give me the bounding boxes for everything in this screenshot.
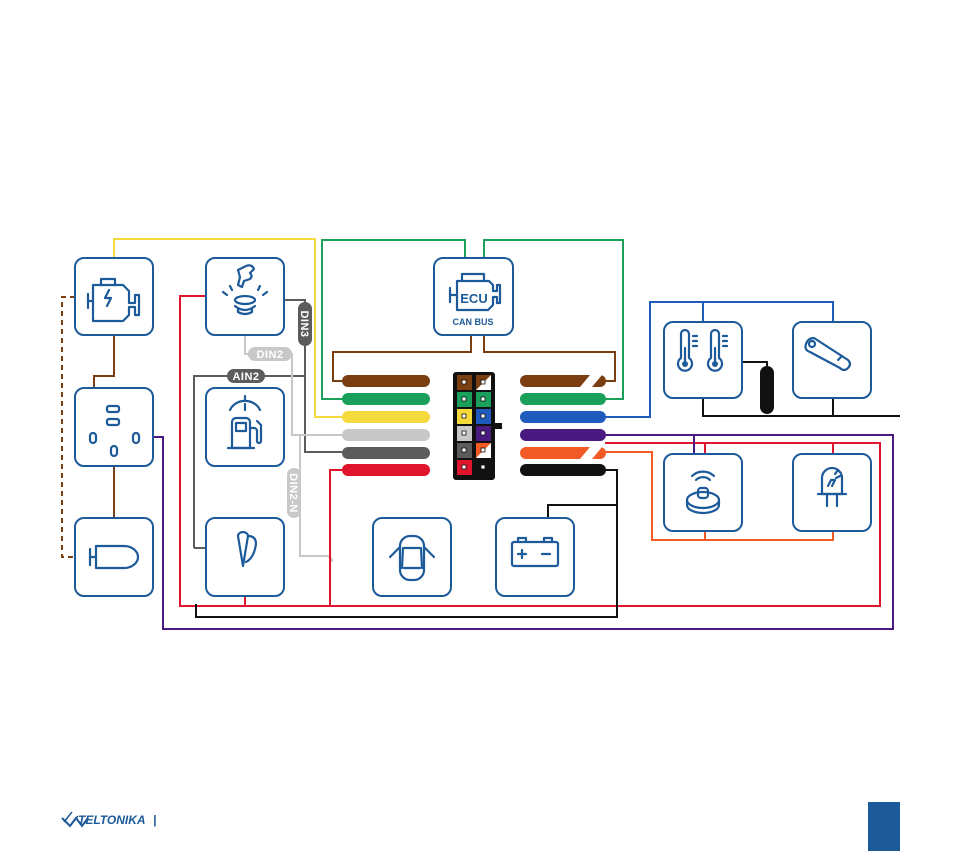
connector-wires-right <box>520 375 606 476</box>
brand-separator: | <box>153 813 156 827</box>
device-connector <box>453 372 502 480</box>
thermometers-box <box>664 322 742 398</box>
teltonika-logo: TELTONIKA | <box>62 812 156 827</box>
wire-brown-can-left <box>333 335 471 381</box>
label-din3: DIN3 <box>298 302 312 346</box>
wire-red-led <box>705 443 833 454</box>
label-din2-text: DIN2 <box>256 349 283 361</box>
page-number-badge <box>868 802 900 851</box>
ibutton-box <box>793 322 871 398</box>
ecu-box: ECU CAN BUS <box>434 258 513 335</box>
probe-box <box>206 518 284 596</box>
brand-name: TELTONIKA <box>78 813 146 827</box>
ecu-label: ECU <box>460 291 487 306</box>
wire-black-sensors <box>703 398 900 416</box>
label-ain2-text: AIN2 <box>232 371 259 383</box>
label-din3-text: DIN3 <box>298 310 310 337</box>
engine-box <box>75 258 153 335</box>
resistor <box>760 366 774 414</box>
label-din2n: DIN2-N <box>287 468 301 518</box>
wire-brown-can-right <box>484 335 615 381</box>
fuel-pump-box <box>206 388 284 466</box>
wire-brown-dashed <box>62 297 75 557</box>
buzzer-box <box>664 454 742 531</box>
led-box <box>793 454 871 531</box>
fuel-tank-box <box>75 518 153 596</box>
wire-red-ecu <box>330 470 342 606</box>
wire-lightgray-doors <box>300 435 332 562</box>
connector-wires-left <box>342 375 430 476</box>
label-ain2: AIN2 <box>227 369 265 383</box>
label-din2n-text: DIN2-N <box>287 473 299 513</box>
relay-box <box>75 388 153 466</box>
panic-button-box <box>206 258 284 335</box>
car-doors-box <box>373 518 451 596</box>
wire-black-battery <box>548 505 617 518</box>
battery-box <box>496 518 574 596</box>
can-bus-label: CAN BUS <box>452 317 493 327</box>
label-din2: DIN2 <box>248 347 292 361</box>
